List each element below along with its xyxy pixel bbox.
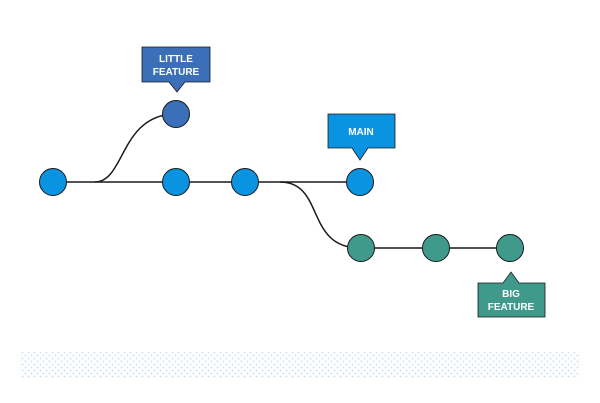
big-feature-label-line1: BIG: [502, 289, 520, 300]
commit-main-2[interactable]: [162, 168, 190, 196]
commit-big-feature-2[interactable]: [422, 234, 450, 262]
little-feature-callout: [141, 46, 211, 93]
commit-nodes: [39, 100, 524, 262]
label-big-feature: BIG FEATURE: [477, 271, 546, 318]
label-main: MAIN: [327, 113, 396, 161]
big-feature-callout: [477, 271, 546, 318]
little-feature-label-line2: FEATURE: [153, 67, 200, 78]
commit-main-4[interactable]: [346, 168, 374, 196]
label-little-feature: LITTLE FEATURE: [141, 46, 211, 93]
main-callout: [327, 113, 396, 161]
commit-main-1[interactable]: [39, 168, 67, 196]
dotted-band: [20, 352, 580, 378]
big-feature-curve: [279, 181, 361, 249]
commit-little-feature-1[interactable]: [162, 100, 190, 128]
commit-big-feature-1[interactable]: [347, 234, 375, 262]
little-feature-curve: [94, 113, 176, 183]
main-label: MAIN: [348, 127, 374, 138]
branch-lines: [53, 113, 510, 249]
big-feature-label-line2: FEATURE: [488, 302, 535, 313]
little-feature-label-line1: LITTLE: [159, 54, 193, 65]
commit-main-3[interactable]: [231, 168, 259, 196]
commit-big-feature-3[interactable]: [496, 234, 524, 262]
